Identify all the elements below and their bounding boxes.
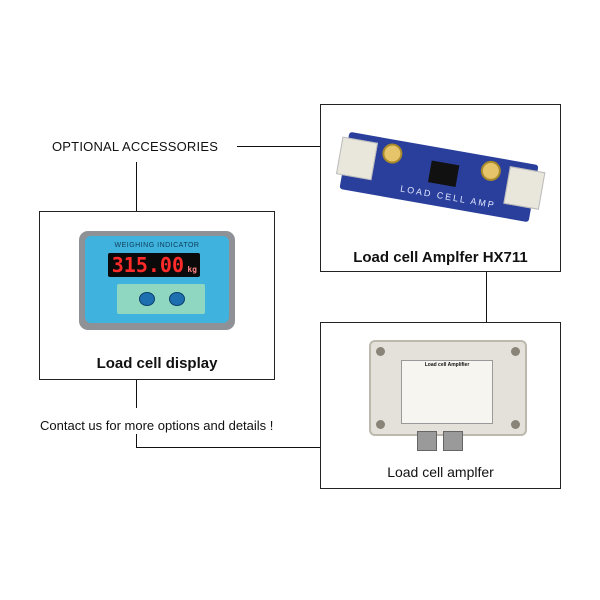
- board-mount-hole-right: [479, 159, 503, 183]
- cable-gland-right: [443, 431, 463, 451]
- amplifier-enclosure-image: Load cell Amplifier: [369, 340, 527, 436]
- indicator-button-panel: [117, 284, 205, 314]
- load-cell-display-caption: Load cell display: [96, 355, 218, 372]
- connector-note-down: [136, 434, 137, 447]
- enclosure-screw: [376, 347, 385, 356]
- contact-note: Contact us for more options and details …: [40, 418, 274, 433]
- plate-title: Load cell Amplifier: [424, 362, 470, 368]
- enclosure-screw: [376, 420, 385, 429]
- indicator-face: WEIGHING INDICATOR 315.00 kg: [85, 236, 229, 323]
- enclosure-screw: [511, 347, 520, 356]
- connector-hx711-to-amp: [486, 271, 487, 323]
- hx711-caption: Load cell Amplfer HX711: [353, 249, 528, 266]
- optional-accessories-heading: OPTIONAL ACCESSORIES: [52, 139, 219, 154]
- board-connector-right: [503, 166, 546, 210]
- indicator-reading: 315.00: [111, 253, 184, 277]
- indicator-button-right: [169, 292, 185, 306]
- board-connector-left: [335, 136, 378, 181]
- enclosure-screw: [511, 420, 520, 429]
- load-cell-display-card: WEIGHING INDICATOR 315.00 kg Load cell d…: [39, 211, 275, 380]
- load-cell-amplifier-card: Load cell Amplifier Load cell amplfer: [320, 322, 561, 489]
- hx711-amplifier-card: LOAD CELL AMP Load cell Amplfer HX711: [320, 104, 561, 272]
- board-mount-hole-left: [380, 141, 404, 166]
- weighing-indicator-image: WEIGHING INDICATOR 315.00 kg: [79, 231, 235, 330]
- board-silkscreen: LOAD CELL AMP: [399, 183, 497, 211]
- connector-heading-to-display: [136, 162, 137, 212]
- indicator-button-left: [139, 292, 155, 306]
- board-chip: [427, 160, 460, 188]
- indicator-label: WEIGHING INDICATOR: [114, 242, 200, 249]
- indicator-readout: 315.00 kg: [108, 253, 200, 277]
- indicator-unit: kg: [187, 265, 197, 274]
- hx711-board-image: LOAD CELL AMP: [335, 131, 546, 223]
- connector-heading-to-hx711: [237, 146, 321, 147]
- connector-to-amp: [136, 447, 321, 448]
- enclosure-label-plate: Load cell Amplifier: [401, 360, 493, 424]
- connector-display-down: [136, 379, 137, 408]
- cable-gland-left: [417, 431, 437, 451]
- load-cell-amplifier-caption: Load cell amplfer: [387, 464, 494, 480]
